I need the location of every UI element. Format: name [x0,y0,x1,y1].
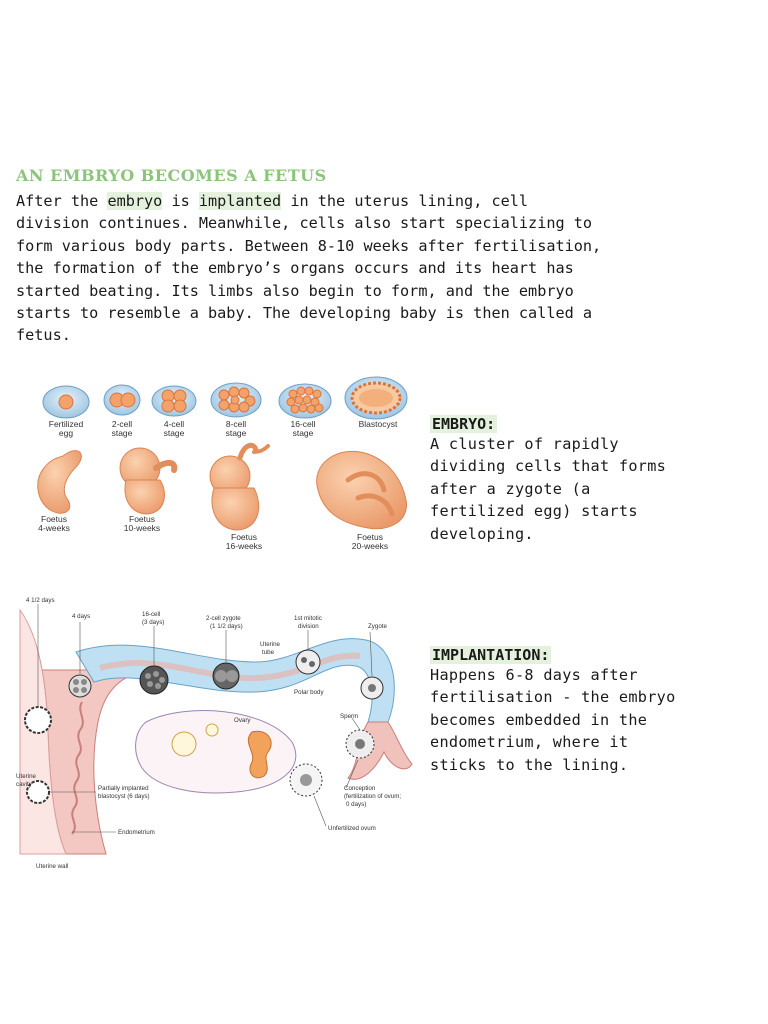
highlight-implanted: implanted [198,192,282,210]
label-zygote: Zygote [368,623,387,630]
unfertilized-ovum-icon [289,763,323,797]
label-division: division [298,623,319,630]
label-endometrium: Endometrium [118,829,155,836]
development-stages-figure: Fertilized egg 2-cell stage 4-cell stage… [37,376,408,551]
label-20weeks: 20-weeks [352,541,388,551]
label-16cell-stage: stage [293,428,314,438]
sixteen-cell-3day-icon [139,665,169,695]
foetus-20-weeks-icon [316,450,407,530]
intro-text-1: After the [16,192,108,210]
label-polar-body: Polar body [294,689,324,696]
embryo-body: A cluster of rapidly dividing cells that… [430,435,667,543]
label-foetus-10: Foetus [129,514,155,524]
sixteen-cell-icon [278,383,332,419]
embryo-heading: EMBRYO: [430,415,498,433]
implantation-diagram: 4 1/2 days 4 days 16-cell (3 days) 2-cel… [16,597,413,870]
label-foetus-20: Foetus [357,532,383,542]
label-16weeks: 16-weeks [226,541,262,551]
partially-implanted-icon [26,780,50,804]
label-unfertilized-ovum: Unfertilized ovum [328,825,376,832]
label-ovary: Ovary [234,717,251,724]
label-0-days: 0 days) [346,801,366,808]
label-tube: tube [262,649,275,656]
label-fertilization: (fertilization of ovum; [344,793,401,800]
blastocyst-cavity-icon [24,706,52,734]
corpus-luteum-icon [247,730,272,779]
label-cavity: cavity [16,781,33,788]
implantation-heading: IMPLANTATION: [430,646,552,664]
label-16cell: 16-cell [290,419,315,429]
label-blastocyst-6days: blastocyst (6 days) [98,793,150,800]
intro-text-3: in the uterus lining, cell division cont… [16,192,602,345]
label-foetus-16: Foetus [231,532,257,542]
four-cell-icon [151,385,197,417]
label-egg: egg [59,428,73,438]
label-uterine: Uterine [260,641,281,648]
label-3-days: (3 days) [142,619,164,626]
label-uterine-cav: Uterine [16,773,37,780]
label-foetus-4: Foetus [41,514,67,524]
label-1-5-days: (1 1/2 days) [210,623,243,630]
ovary-shape [135,710,297,794]
embryo-definition: EMBRYO: A cluster of rapidly dividing ce… [430,414,760,545]
implantation-definition: IMPLANTATION: Happens 6-8 days after fer… [430,645,760,776]
two-cell-icon [103,384,141,416]
conception-icon [345,729,375,759]
label-4cell: 4-cell [164,419,184,429]
intro-text-2: is [162,192,199,210]
foetus-16-weeks-icon [209,442,270,531]
page-title: AN EMBRYO BECOMES A FETUS [16,166,327,185]
label-2cell: 2-cell [112,419,132,429]
two-cell-zygote-icon [212,662,240,690]
zygote-icon [360,676,384,700]
label-fertilized: Fertilized [49,419,84,429]
label-16cell: 16-cell [142,611,160,618]
eight-cell-icon [210,382,262,418]
implantation-body: Happens 6-8 days after fertilisation - t… [430,666,676,774]
label-conception: Conception [344,785,376,792]
label-partially-implanted: Partially implanted [98,785,149,792]
label-8cell: 8-cell [226,419,246,429]
label-1st-mitotic: 1st mitotic [294,615,322,622]
label-4-days: 4 days [72,613,90,620]
label-4weeks: 4-weeks [38,523,70,533]
first-mitotic-division-icon [295,649,321,675]
label-uterine-wall: Uterine wall [36,863,68,870]
blastocyst-icon [344,376,408,420]
label-10weeks: 10-weeks [124,523,160,533]
label-4-5-days: 4 1/2 days [26,597,55,604]
intro-paragraph: After the embryo is implanted in the ute… [16,190,756,347]
label-2cell-stage: stage [112,428,133,438]
label-8cell-stage: stage [226,428,247,438]
label-4cell-stage: stage [164,428,185,438]
label-sperm: Sperm [340,713,358,720]
morula-4day-icon [68,674,92,698]
highlight-embryo: embryo [107,192,163,210]
label-blastocyst: Blastocyst [359,419,398,429]
label-2cell-zygote: 2-cell zygote [206,615,241,622]
foetus-10-weeks-icon [119,447,178,515]
follicle-icon [171,731,197,757]
foetus-4-weeks-icon [37,450,82,514]
fertilized-egg-icon [42,385,90,419]
